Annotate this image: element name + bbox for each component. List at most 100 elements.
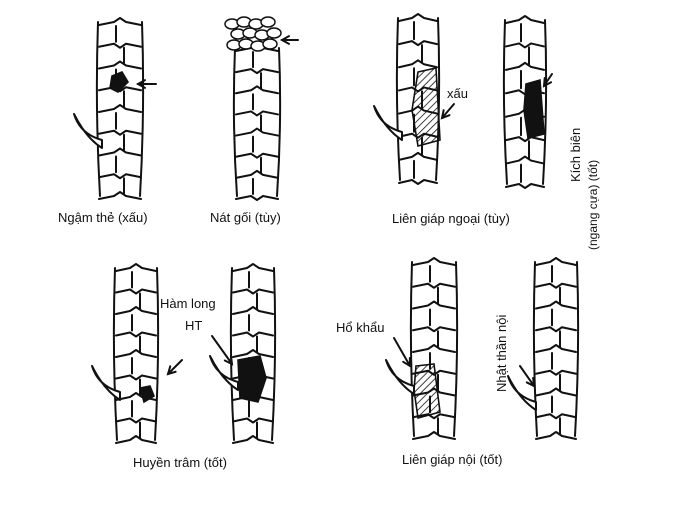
caption-ngam-the: Ngậm thẻ (xấu) (58, 210, 148, 225)
scale-row (232, 435, 274, 444)
arrow-head (135, 79, 147, 89)
scale-row (235, 169, 279, 179)
arrow-nat-goi (279, 35, 299, 45)
scale-row (398, 40, 438, 47)
arrow-lien-giap-ngoai (440, 103, 455, 120)
broken-scales-nat-goi (224, 16, 282, 52)
scale-row (115, 435, 157, 444)
arrow-huyen-tram (166, 359, 183, 376)
spur-lien-giap-ngoai (373, 105, 403, 141)
scale-row (98, 17, 142, 26)
scale-row (535, 257, 577, 266)
arrow-head (525, 377, 536, 388)
leg-edge-left (502, 19, 508, 185)
callout-ham-long: Hàm long (160, 296, 216, 311)
scale-row (398, 13, 438, 22)
leg-edge-left (229, 267, 235, 441)
leg-edge-left (95, 21, 101, 197)
scale-row (115, 374, 157, 381)
spur-ham-long (209, 355, 239, 391)
scale-row (412, 431, 456, 440)
callout-ht: HT (185, 318, 203, 333)
scale-row (535, 369, 577, 376)
scale-row (98, 104, 142, 113)
leg-edge-left (409, 261, 415, 437)
arrow-shaft (543, 73, 553, 87)
scale-row (235, 127, 279, 137)
scale-row (235, 85, 279, 95)
arrow-ngam-the (135, 79, 157, 89)
scale-row (235, 110, 279, 117)
caption-lien-giap-ngoai: Liên giáp ngoại (tùy) (392, 211, 510, 226)
leg-edge-left (532, 261, 538, 437)
leg-nat-goi (232, 43, 282, 201)
scale-row (505, 136, 545, 143)
arrow-head (542, 77, 553, 88)
marked-scales-kich-bien (523, 78, 545, 139)
scale-row (535, 326, 577, 333)
scale-row (398, 179, 438, 185)
leg-lien-giap-noi (409, 257, 459, 440)
arrow-head (166, 365, 177, 376)
scale-row (235, 195, 279, 201)
arrow-ham-long (211, 335, 234, 366)
callout-ho-khau: Hổ khẩu (336, 320, 385, 335)
arrow-shaft (519, 365, 535, 387)
scale-row (115, 306, 157, 315)
arrow-shaft (167, 359, 183, 375)
arrow-shaft (441, 103, 455, 119)
scale-row (232, 288, 274, 295)
note-kich-bien: Kích biên (568, 127, 583, 182)
arrow-head (440, 109, 451, 120)
leg-edge-left (232, 47, 238, 197)
scale-row (98, 173, 142, 180)
note-nhat-than-noi: Nhật thần nội (494, 314, 509, 392)
leg-edge-right (574, 261, 580, 437)
small-scale (262, 38, 278, 50)
arrow-kich-bien (542, 73, 553, 88)
leg-nhat-than-noi (532, 257, 580, 440)
scale-row (535, 431, 577, 440)
leg-edge-right (435, 17, 441, 181)
leg-edge-right (453, 261, 459, 437)
scale-row (412, 326, 456, 333)
scale-row (412, 257, 456, 266)
arrow-shaft (211, 335, 233, 365)
leg-edge-right (139, 21, 145, 197)
scale-row (235, 68, 279, 75)
scale-row (412, 282, 456, 289)
small-scale (266, 27, 282, 39)
scale-row (98, 191, 142, 200)
scale-row (115, 263, 157, 272)
hatched-scales-lien-giap-ngoai (411, 67, 441, 148)
scale-row (505, 61, 545, 71)
leg-edge-right (542, 19, 548, 185)
hatched-scales-ho-khau (413, 363, 441, 420)
scale-row (115, 349, 157, 358)
small-scale (260, 16, 276, 28)
spur-huyen-tram-1 (91, 365, 121, 401)
scale-row (232, 331, 274, 338)
leg-huyen-tram-1 (112, 263, 160, 444)
scale-row (232, 306, 274, 315)
marked-scale-ngam-the (109, 71, 130, 93)
leg-edge-left (395, 17, 401, 181)
scale-row (398, 151, 438, 161)
marked-scales-ham-long (237, 355, 267, 403)
scale-row (115, 288, 157, 295)
marked-scale-huyen-tram (138, 385, 155, 404)
scale-row (535, 387, 577, 397)
scale-row (98, 147, 142, 157)
caption-huyen-tram: Huyền trâm (tốt) (133, 455, 227, 470)
leg-edge-right (154, 267, 160, 441)
leg-edge-right (271, 267, 277, 441)
scale-row (535, 344, 577, 353)
scale-row (98, 60, 142, 70)
spur-lien-giap-noi (385, 359, 415, 395)
spur-ngam-the (73, 113, 103, 149)
leg-ngam-the (95, 17, 145, 200)
note-ngang-cua: (ngang cựa) (tốt) (586, 159, 600, 250)
arrow-ho-khau (393, 337, 412, 368)
